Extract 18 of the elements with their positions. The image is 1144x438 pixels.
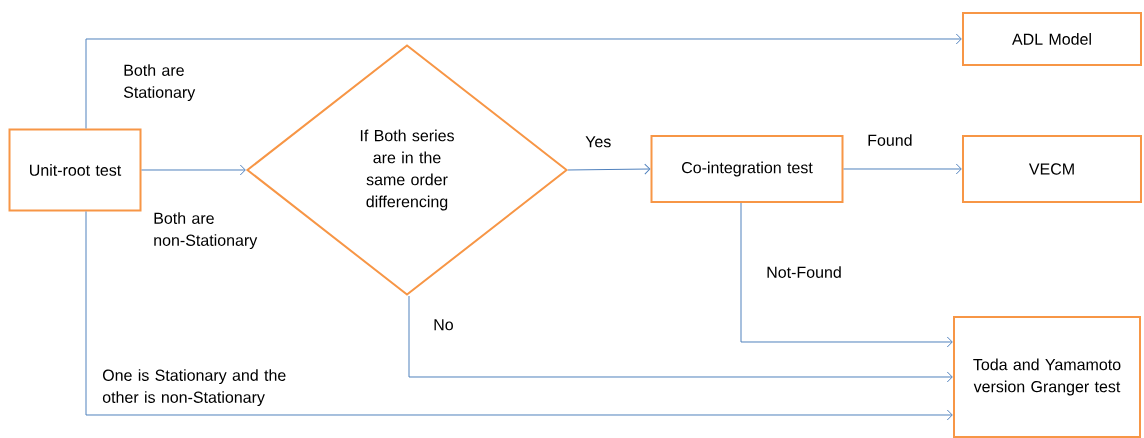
process-box: Co-integration test: [650, 135, 844, 203]
arrow: [408, 295, 953, 383]
process-box: Toda and Yamamoto version Granger test: [953, 316, 1141, 438]
arrow: [141, 164, 246, 176]
process-box: ADL Model: [962, 12, 1142, 66]
edge-label: Both are Stationary: [123, 64, 196, 102]
edge-label: Not-Found: [767, 266, 841, 278]
arrow: [85, 211, 953, 421]
edge-label: Yes: [585, 136, 611, 148]
edge-label: Found: [868, 134, 912, 146]
arrow: [567, 163, 651, 175]
arrow: [740, 202, 953, 348]
arrow: [843, 163, 962, 175]
arrow: [85, 33, 962, 129]
process-box: VECM: [962, 135, 1142, 203]
edge-label: One is Stationary and the other is non-Stationary: [102, 369, 286, 407]
process-box: Unit-root test: [8, 128, 142, 212]
edge-label: No: [434, 319, 453, 331]
